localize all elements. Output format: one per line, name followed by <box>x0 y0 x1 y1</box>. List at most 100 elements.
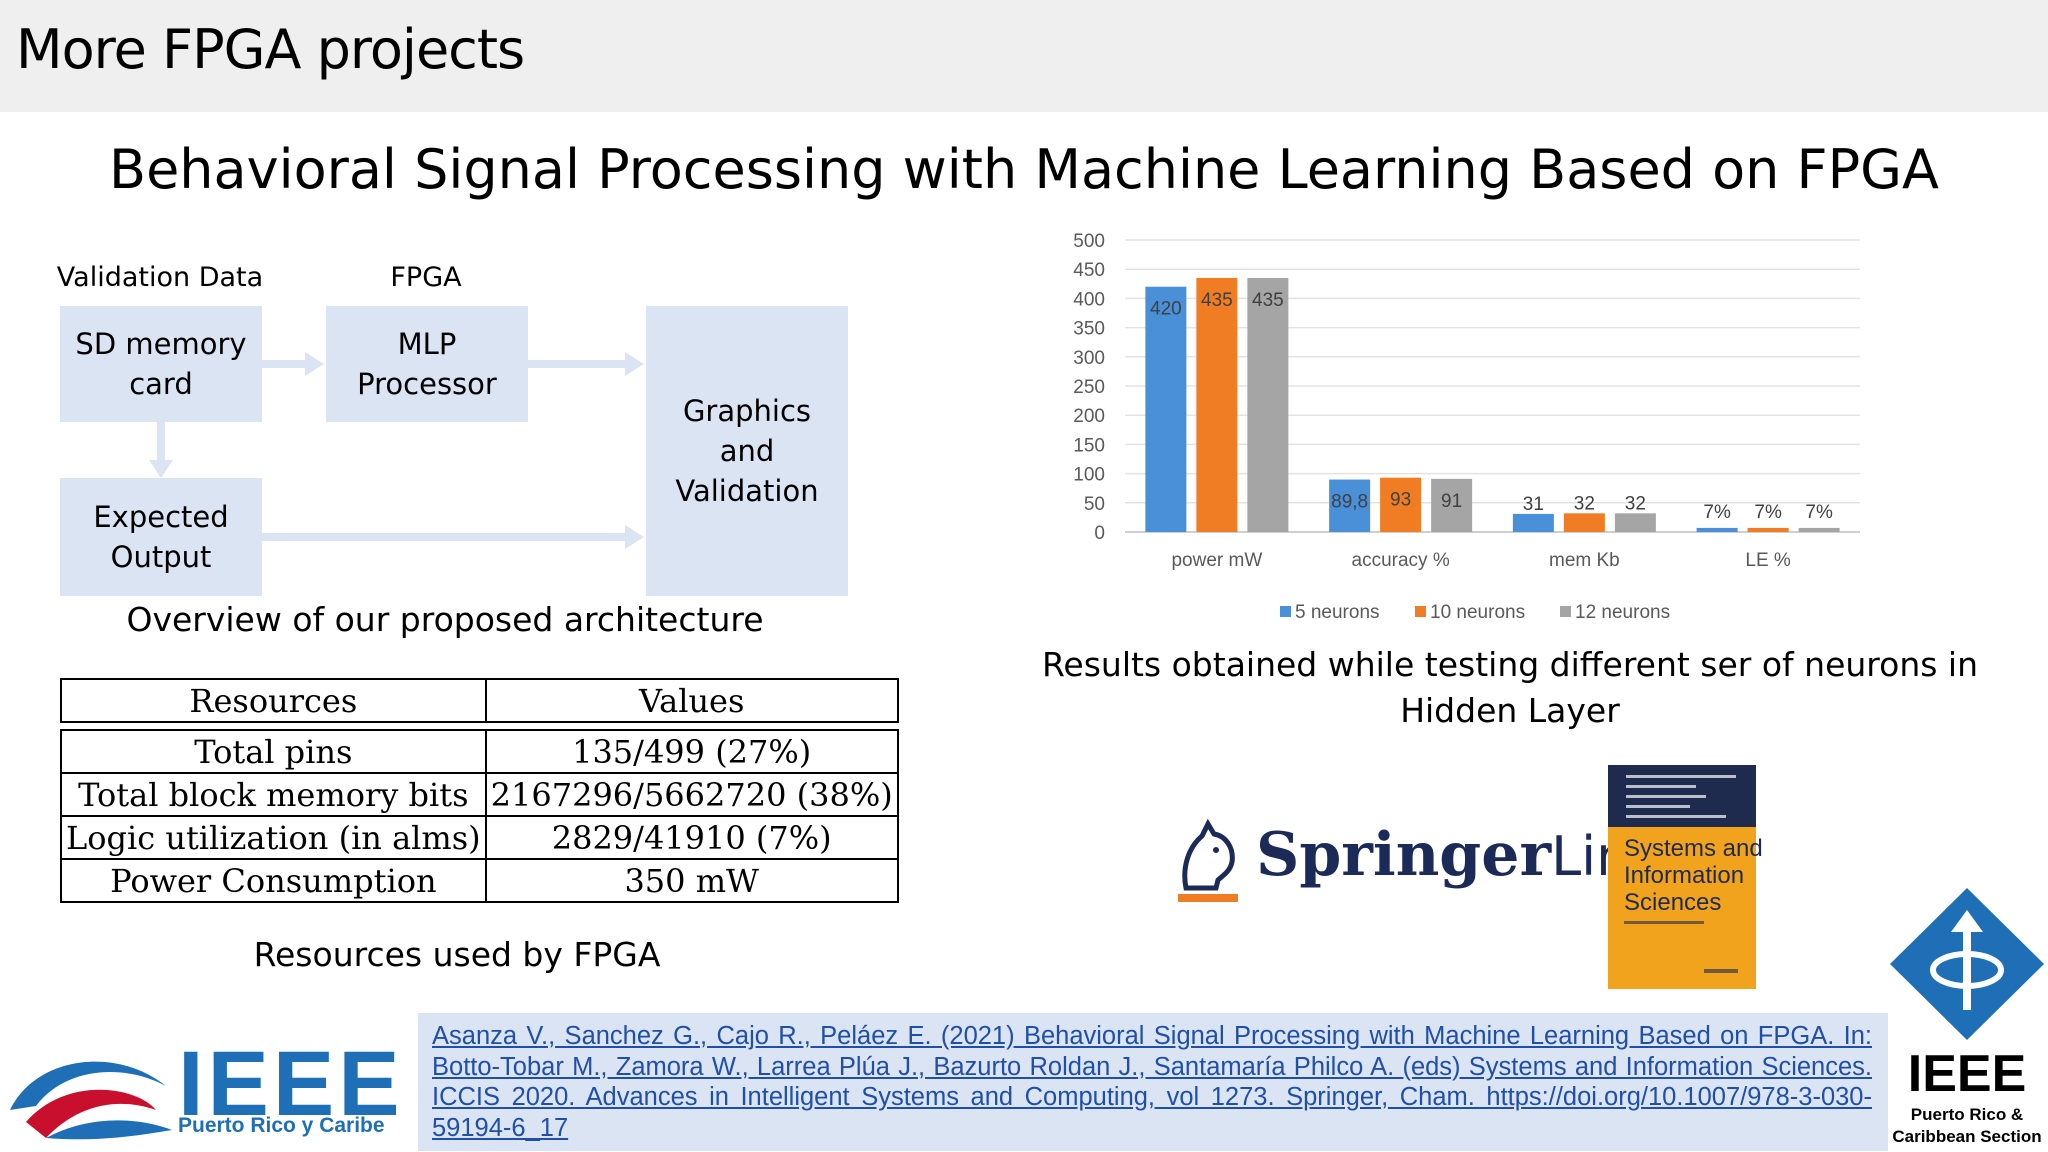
box-text: SD memory <box>75 327 247 361</box>
chart-data-label: 31 <box>1523 494 1544 515</box>
chart-legend-swatch <box>1415 606 1426 617</box>
chart-y-tick-label: 100 <box>1073 465 1105 486</box>
ieee-left-wordmark: IEEE <box>178 1033 404 1135</box>
arrow-sd-to-expected <box>149 422 173 478</box>
ieee-right-subtitle-line: Caribbean Section <box>1892 1127 2042 1146</box>
ieee-section-logo: IEEE Puerto Rico & Caribbean Section <box>1886 884 2048 1152</box>
table-row: Total pins 135/499 (27%) <box>60 729 899 774</box>
chart-data-label: 91 <box>1441 491 1462 512</box>
main-title: Behavioral Signal Processing with Machin… <box>109 138 1939 201</box>
chart-data-label: 435 <box>1252 290 1284 311</box>
book-cover: Systems and Information Sciences <box>1608 765 1763 989</box>
chart-y-tick-label: 500 <box>1073 231 1105 252</box>
mlp-processor-box: MLP Processor <box>326 306 528 422</box>
table-header-cell: Resources <box>60 678 487 723</box>
ieee-puerto-rico-logo: IEEE Puerto Rico y Caribe <box>6 1033 416 1150</box>
resources-caption: Resources used by FPGA <box>253 935 661 974</box>
book-cover-header <box>1608 765 1756 827</box>
chart-bar <box>1798 527 1840 532</box>
diagram-arrows <box>149 352 644 549</box>
table-cell: Total pins <box>60 729 487 774</box>
book-title-line: Sciences <box>1624 889 1722 916</box>
box-text: Validation <box>675 474 819 508</box>
slide-header <box>0 0 2048 112</box>
chart-y-tick-label: 450 <box>1073 260 1105 281</box>
ieee-diamond-icon <box>1890 888 2044 1040</box>
chart-bar <box>1614 513 1656 532</box>
arrow-mlp-to-graphics <box>528 352 644 376</box>
label-validation-data: Validation Data <box>56 262 264 293</box>
book-title-line: Systems and <box>1624 835 1763 862</box>
book-cover-stripe <box>1626 815 1726 818</box>
springer-horse-icon <box>1178 818 1238 902</box>
book-cover-stripe <box>1626 775 1736 778</box>
springer-link-logo: SpringerLink <box>1172 812 1662 912</box>
citation-link[interactable]: Asanza V., Sanchez G., Cajo R., Peláez E… <box>432 1022 1872 1142</box>
arrow-sd-to-mlp <box>262 352 324 376</box>
book-cover-stripe <box>1626 795 1706 798</box>
chart-data-label: 32 <box>1625 493 1646 514</box>
book-title-line: Information <box>1624 862 1745 889</box>
ieee-swoosh-icon <box>10 1061 172 1140</box>
chart-bar <box>1563 513 1605 532</box>
box-text: card <box>129 367 193 401</box>
citation-box: Asanza V., Sanchez G., Cajo R., Peláez E… <box>418 1013 1888 1151</box>
chart-bar <box>1747 527 1789 532</box>
chart-bar <box>1431 478 1473 532</box>
chart-legend-label: 5 neurons <box>1295 602 1380 623</box>
ieee-left-subtitle: Puerto Rico y Caribe <box>178 1114 385 1137</box>
table-cell: Logic utilization (in alms) <box>60 815 487 860</box>
chart-data-label: 7% <box>1754 502 1782 523</box>
sd-memory-card-box: SD memory card <box>60 306 262 422</box>
table-header-cell: Values <box>484 678 899 723</box>
box-text: Expected <box>93 500 229 534</box>
book-cover-stripe <box>1626 785 1696 788</box>
label-fpga: FPGA <box>390 262 462 293</box>
chart-data-label: 32 <box>1574 493 1595 514</box>
chart-x-tick-label: mem Kb <box>1549 550 1620 571</box>
box-text: MLP <box>397 327 457 361</box>
table-cell: Total block memory bits <box>60 772 487 817</box>
chart-bar <box>1512 513 1554 532</box>
table-row: Power Consumption 350 mW <box>60 858 899 903</box>
table-gap-cell <box>61 721 898 731</box>
chart-data-label: 7% <box>1703 502 1731 523</box>
table-cell: 2167296/5662720 (38%) <box>484 772 899 817</box>
box-text: and <box>719 434 775 468</box>
table-cell: 2829/41910 (7%) <box>484 815 899 860</box>
chart-bar <box>1696 527 1738 532</box>
chart-x-tick-label: LE % <box>1745 550 1791 571</box>
chart-bar <box>1380 477 1422 532</box>
book-title: Systems and Information Sciences <box>1624 835 1763 916</box>
chart-bar <box>1145 286 1187 532</box>
chart-caption-line: Results obtained while testing different… <box>1041 645 1979 684</box>
box-text: Graphics <box>682 394 812 428</box>
springer-wordmark: SpringerLink <box>1256 820 1662 890</box>
table-header-row: Resources Values <box>60 678 899 723</box>
springer-wordmark-bold: Springer <box>1256 820 1552 890</box>
chart-data-label: 435 <box>1201 290 1233 311</box>
table-row: Logic utilization (in alms) 2829/41910 (… <box>60 815 899 860</box>
chart-y-tick-label: 400 <box>1073 289 1105 310</box>
arrow-expected-to-graphics <box>262 525 644 549</box>
book-cover-stripe <box>1626 805 1690 808</box>
table-cell: 350 mW <box>484 858 899 903</box>
chart-legend-label: 12 neurons <box>1575 602 1670 623</box>
chart-data-label: 89,8 <box>1331 492 1368 513</box>
chart-y-tick-label: 150 <box>1073 435 1105 456</box>
chart-caption: Results obtained while testing different… <box>1040 642 1980 734</box>
table-gap <box>61 721 898 731</box>
resources-table: Resources Values Total pins 135/499 (27%… <box>60 678 899 903</box>
chart-y-tick-label: 0 <box>1094 523 1105 544</box>
chart-y-tick-label: 300 <box>1073 348 1105 369</box>
table-row: Total block memory bits 2167296/5662720 … <box>60 772 899 817</box>
chart-bar <box>1329 479 1371 532</box>
ieee-right-wordmark: IEEE <box>1907 1045 2027 1103</box>
chart-legend-swatch <box>1560 606 1571 617</box>
box-text: Processor <box>357 367 497 401</box>
book-subtitle-line <box>1624 921 1704 924</box>
slide-title: More FPGA projects <box>16 18 525 81</box>
box-text: Output <box>110 540 212 574</box>
chart-y-tick-label: 350 <box>1073 319 1105 340</box>
